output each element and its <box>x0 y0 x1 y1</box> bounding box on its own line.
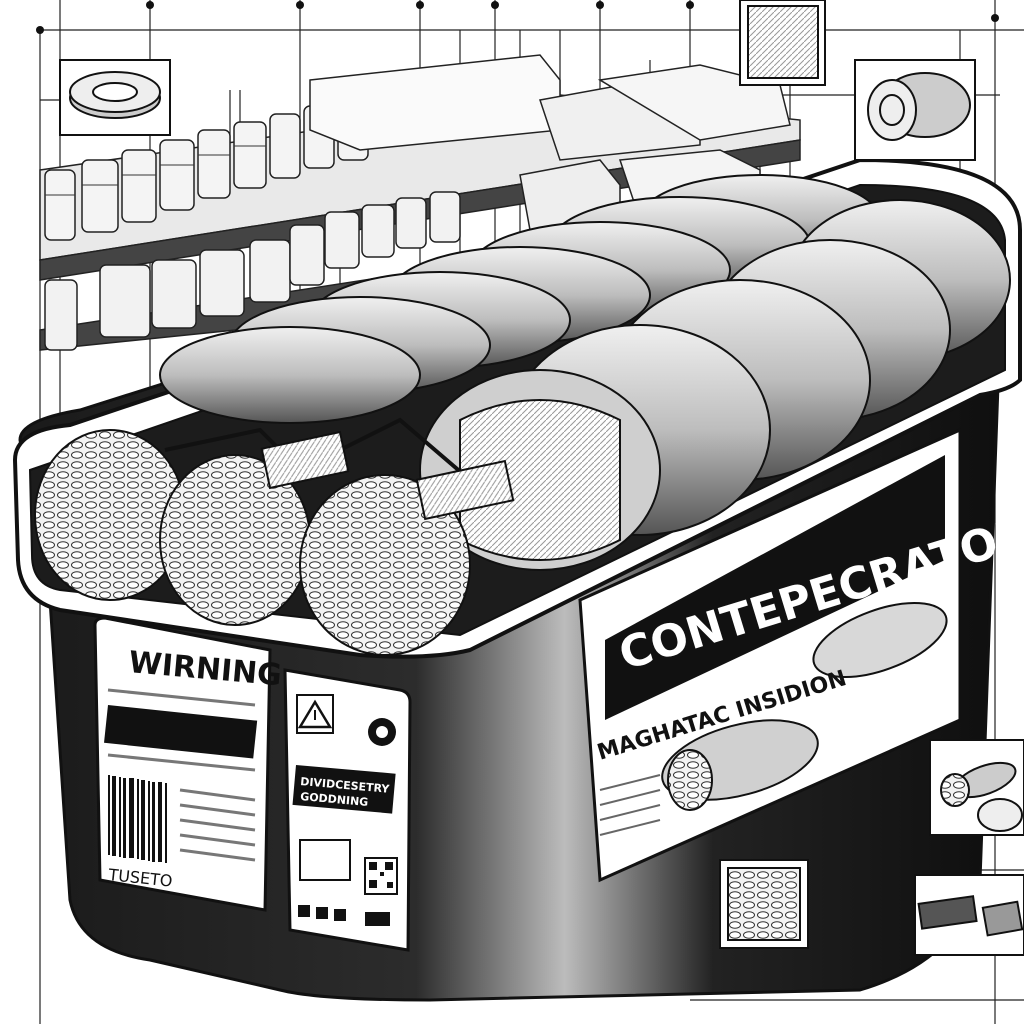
qr-code-icon <box>364 857 398 895</box>
warning-triangle-icon <box>296 694 334 734</box>
barcode-icon <box>108 775 167 863</box>
circle-badge-icon <box>368 718 396 746</box>
warning-label-panel <box>93 616 272 912</box>
inset-meat-slabs <box>914 874 1024 956</box>
inset-rolled-slice <box>854 59 976 161</box>
inset-texture-top <box>739 0 826 86</box>
rolled-products <box>34 174 1011 656</box>
inset-sliced-roll <box>929 739 1024 836</box>
callout-nodes <box>36 1 999 154</box>
inset-tape-roll <box>59 59 171 136</box>
inset-thumbnails <box>59 0 1024 956</box>
hazard-label-panel <box>283 668 412 952</box>
inset-texture-bottom <box>719 859 809 949</box>
main-label-panel <box>578 427 962 883</box>
hazard-line-2: GODDNING <box>300 790 369 809</box>
